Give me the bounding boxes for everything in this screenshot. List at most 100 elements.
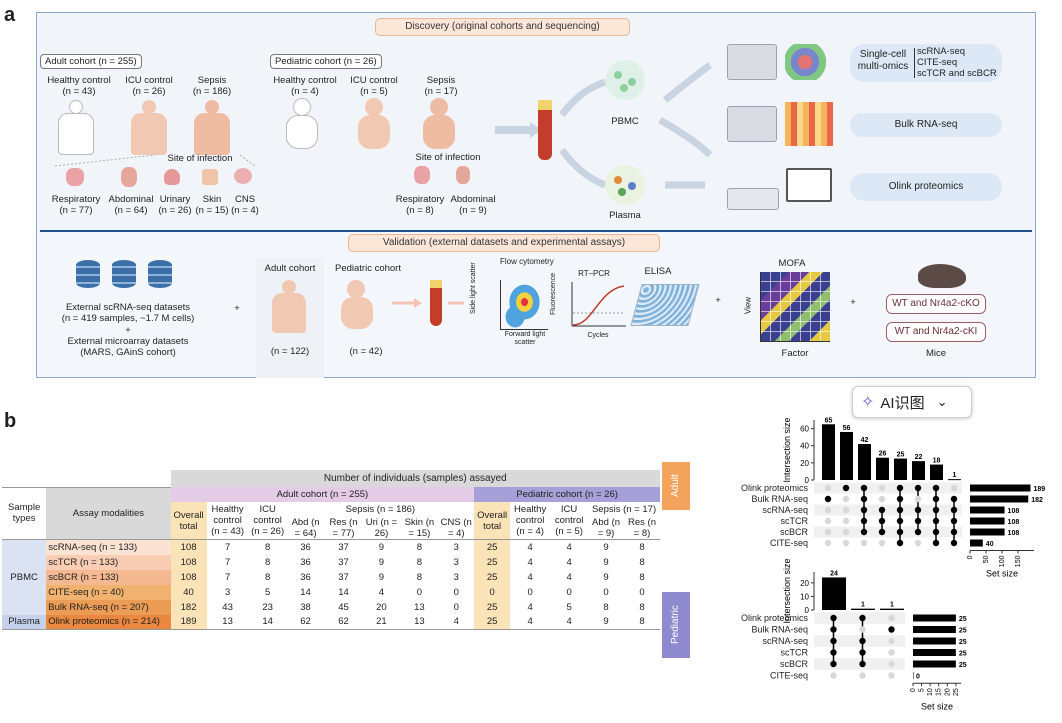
mofa-label: MOFA: [778, 258, 806, 269]
table-cell: 3: [224, 586, 231, 598]
table-cell: 9: [603, 541, 609, 553]
matrix-dot: [914, 506, 922, 514]
matrix-dot: [830, 649, 837, 656]
y-tick-label: 20: [800, 459, 809, 468]
sparkle-icon: ✧: [861, 394, 875, 411]
matrix-dot: [914, 495, 922, 503]
table-cell: 5: [566, 601, 572, 613]
table-cell: 14: [300, 586, 311, 598]
set-tick-label: 20: [944, 688, 951, 696]
matrix-dot: [830, 614, 837, 622]
table-cell: 62: [300, 616, 311, 628]
set-size-bar: [913, 626, 956, 633]
table-cell: 43: [222, 601, 233, 613]
set-size-bar: [970, 528, 1005, 536]
matrix-dot: [950, 528, 958, 536]
set-label: CITE-seq: [770, 538, 808, 548]
matrix-dot: [842, 528, 850, 536]
matrix-dot: [896, 495, 904, 503]
ai-button-label: AI识图: [880, 394, 925, 412]
set-size-value: 25: [959, 651, 967, 658]
ped-icu-label: ICU control(n = 5): [350, 75, 398, 97]
intersection-bar: [840, 432, 853, 480]
set-size-bar: [913, 637, 956, 645]
intersection-bar: [858, 444, 871, 480]
mofa-x-label: Factor: [781, 348, 809, 359]
matrix-dot: [830, 672, 837, 679]
ped-icu-header: ICU control (n = 5): [554, 504, 584, 537]
adult-healthy-label: Healthy control(n = 43): [47, 75, 111, 97]
table-cell: 25: [474, 599, 511, 615]
region-divider: [40, 230, 1032, 232]
assay-table: Number of individuals (samples) assayed …: [2, 470, 660, 630]
col-assay: Assay modalities: [46, 486, 171, 540]
table-cell: 37: [338, 541, 349, 553]
flow-label: Flow cytometry: [500, 257, 554, 266]
intersection-bar: [948, 479, 961, 481]
table-cell: 8: [416, 556, 423, 568]
set-label: scRNA-seq: [762, 505, 808, 515]
matrix-dot: [878, 539, 886, 547]
table-cell: 4: [527, 541, 533, 553]
matrix-dot: [950, 495, 958, 503]
ai-recognize-button[interactable]: ✧ AI识图 ⌄: [852, 386, 972, 418]
mofa-heatmap-icon: [760, 272, 830, 342]
table-cell: 4: [527, 601, 533, 613]
set-size-value: 25: [959, 662, 967, 669]
adult-healthy-header: Healthy control (n = 43): [211, 504, 245, 537]
umap-icon: [785, 44, 835, 80]
table-cell: 14: [338, 586, 349, 598]
set-size-value: 108: [1008, 530, 1020, 537]
table-cell: 25: [474, 554, 511, 570]
assay-name-cell: Bulk RNA-seq (n = 207): [46, 599, 171, 615]
kidney-icon: [164, 169, 180, 185]
table-cell: 8: [264, 541, 271, 553]
adult-cohort-label: Adult cohort (n = 255): [40, 54, 142, 69]
set-label: Bulk RNA-seq: [751, 625, 808, 635]
table-cell: 9: [603, 571, 609, 583]
matrix-dot: [859, 637, 866, 645]
matrix-dot: [842, 506, 850, 514]
table-cell: 36: [300, 556, 311, 568]
adult-icu-label: ICU control(n = 26): [125, 75, 173, 97]
adult-overall-total: Overall total: [170, 502, 207, 540]
intersection-value: 56: [843, 425, 851, 432]
elisa-plate-icon: [630, 284, 700, 326]
lungs-icon: [66, 168, 84, 186]
rtpcr-label: RT–PCR: [578, 269, 610, 278]
set-size-bar: [913, 614, 956, 622]
wt-cki-pill: WT and Nr4a2-cKI: [886, 322, 986, 342]
y-tick-label: 20: [800, 579, 809, 588]
heatmap-icon: [785, 102, 833, 146]
table-cell: 7: [224, 541, 231, 553]
matrix-dot: [896, 539, 904, 547]
sample-flow-graphic: [495, 60, 713, 205]
set-size-value: 25: [959, 639, 967, 646]
ped-sepsis-header: Sepsis (n = 17): [591, 504, 657, 515]
table-cell: 8: [639, 556, 645, 568]
sub-header: CNS (n = 4): [440, 517, 472, 539]
set-size-bar: [913, 649, 956, 656]
table-cell: 9: [378, 556, 385, 568]
adult-site-brackets: [54, 154, 256, 167]
y-tick-label: 10: [800, 592, 809, 601]
adult-icu-header: ICU control (n = 26): [251, 504, 285, 537]
set-size-value: 25: [959, 628, 967, 635]
matrix-dot: [830, 626, 837, 633]
matrix-dot: [824, 517, 832, 525]
matrix-dot: [878, 495, 886, 503]
set-size-value: 40: [986, 541, 994, 548]
plate-reader-icon: [727, 188, 779, 210]
table-cell: 45: [338, 601, 349, 613]
ped-site-abdominal: Abdominal(n = 9): [450, 194, 496, 216]
sub-header: Res (n = 77): [329, 517, 358, 539]
set-size-bar: [970, 539, 983, 547]
set-size-value: 108: [1008, 508, 1020, 515]
intersection-value: 18: [933, 458, 941, 465]
